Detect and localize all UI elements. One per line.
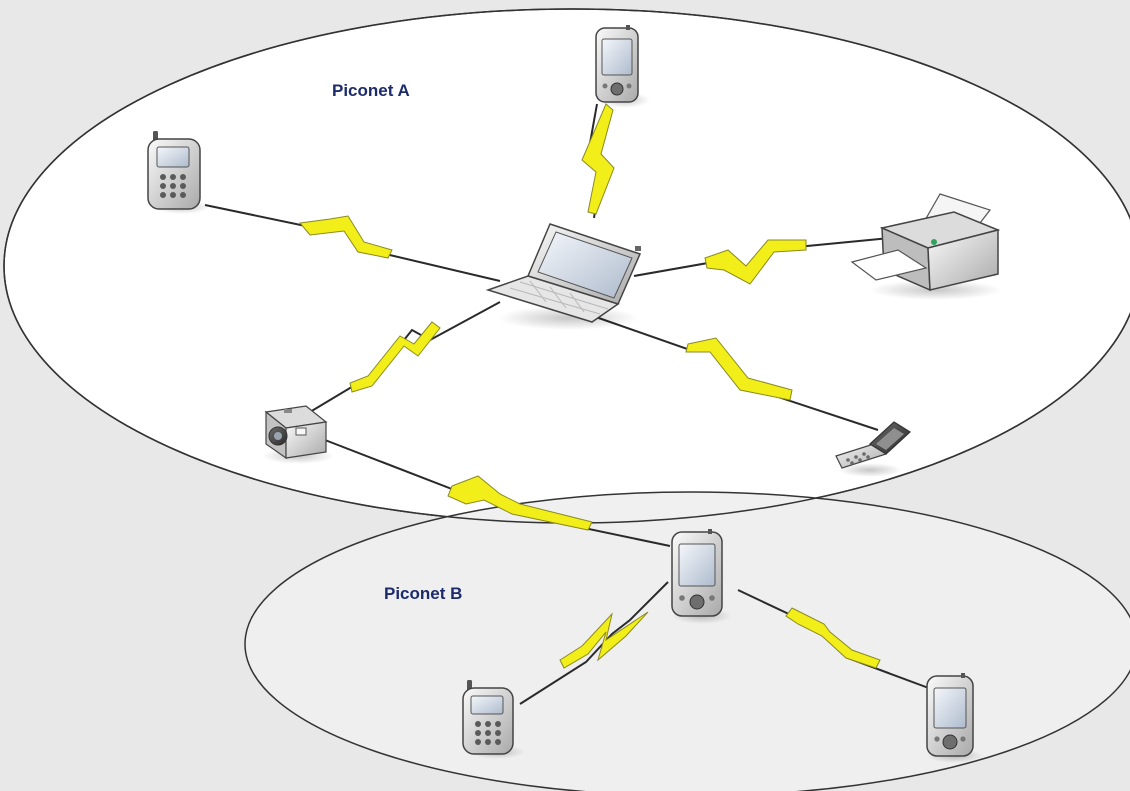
printer-icon [850, 193, 1002, 300]
wireless-links [204, 103, 935, 705]
link-pda-bridge-pda-right [737, 589, 935, 691]
pda-icon [671, 529, 732, 624]
camera-icon [262, 405, 334, 464]
pda-icon [926, 673, 983, 763]
link-laptop-flip-phone [592, 315, 879, 431]
link-pda-bridge-phone-bottom [519, 581, 669, 705]
link-laptop-phone-left [204, 204, 501, 282]
flip-phone-icon [835, 421, 911, 477]
link-camera-pda-bridge [324, 439, 671, 547]
mobile-phone-icon [462, 680, 525, 759]
link-laptop-pda-top [581, 103, 615, 219]
mobile-phone-icon [147, 131, 210, 214]
link-laptop-camera [299, 301, 501, 419]
devices [147, 25, 1002, 763]
link-laptop-printer [633, 237, 891, 285]
piconet-a-label: Piconet A [332, 81, 410, 100]
pda-icon [595, 25, 650, 108]
laptop-icon [485, 223, 642, 330]
piconet-b-label: Piconet B [384, 584, 462, 603]
